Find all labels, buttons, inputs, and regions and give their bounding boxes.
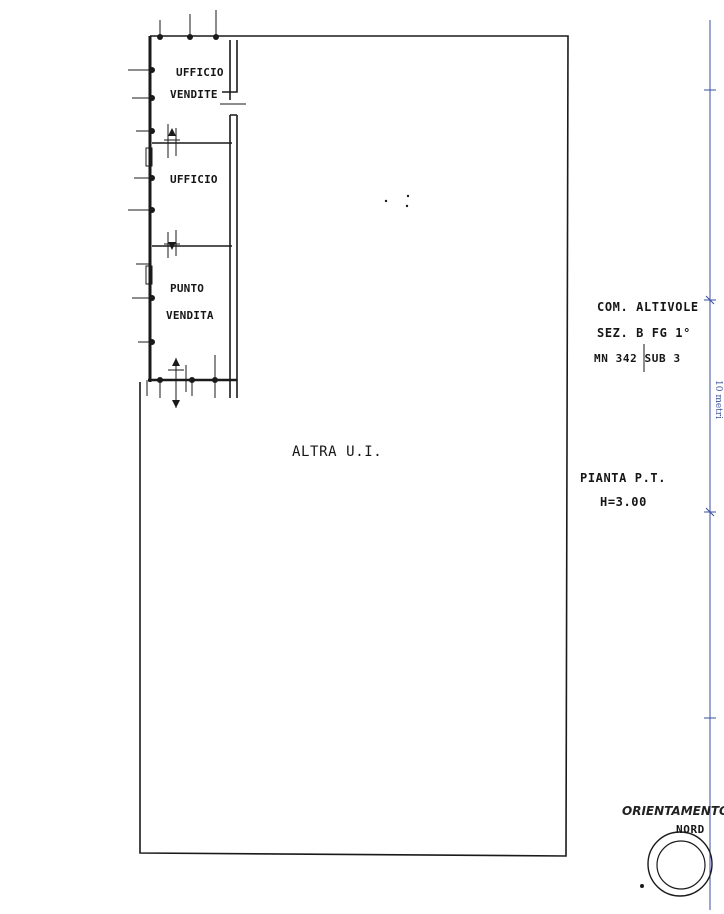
cadastral-line-1: COM. ALTIVOLE [597,300,699,314]
room-label-punto-vendita-1: PUNTO [170,282,205,295]
room-label-ufficio-vendite-1: UFFICIO [176,66,224,79]
cadastral-line-2: SEZ. B FG 1° [597,326,691,340]
orientation-north: NORD [676,823,705,836]
scale-bar [704,20,716,910]
scale-bar-label: 10 metri [713,380,723,419]
compass-outer [647,831,713,897]
room-label-punto-vendita-2: VENDITA [166,309,214,322]
outer-wall [139,35,569,857]
room-label-ufficio-vendite-2: VENDITE [170,88,218,101]
floor-plan-label: PIANTA P.T. [580,471,667,485]
orientation-title: ORIENTAMENTO [622,804,724,818]
room-label-ufficio: UFFICIO [170,173,218,186]
floor-height-label: H=3.00 [600,495,647,509]
room-label-altra-ui: ALTRA U.I. [292,444,383,460]
cadastral-line-3: MN 342 SUB 3 [594,352,681,365]
compass-inner [656,840,706,890]
